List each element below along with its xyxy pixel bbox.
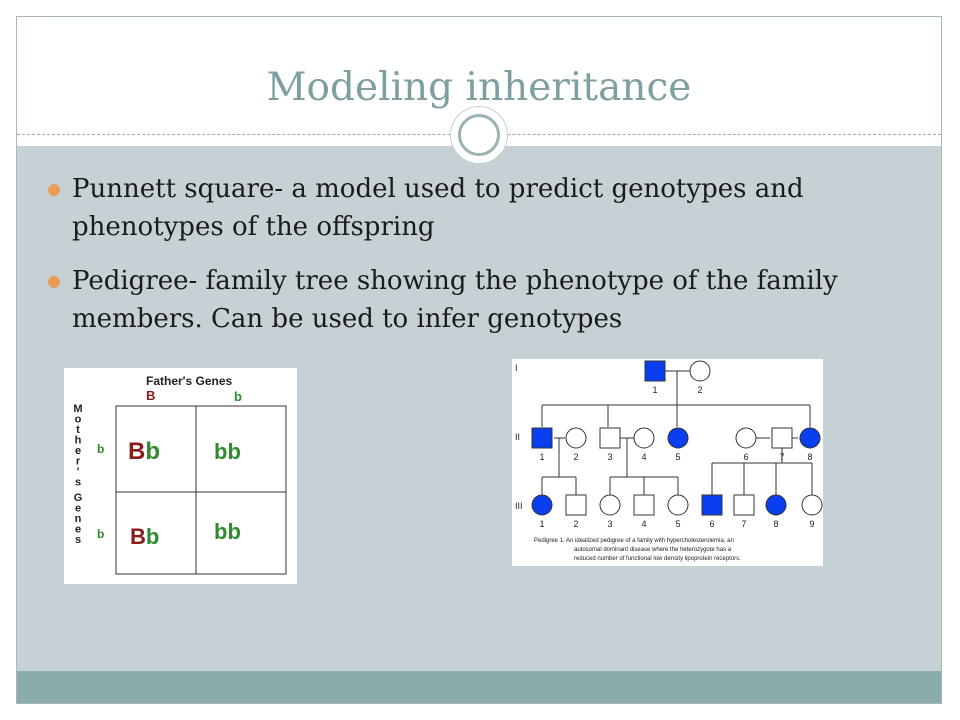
- svg-text:1: 1: [652, 385, 657, 395]
- unaffected-male: [733, 494, 755, 516]
- footer-bar: [17, 671, 941, 703]
- svg-text:3: 3: [607, 452, 612, 462]
- pedigree-individuals: [531, 360, 823, 516]
- unaffected-male: [771, 427, 793, 449]
- svg-text:2: 2: [573, 452, 578, 462]
- svg-text:autosomal dominant disease whe: autosomal dominant disease where the het…: [574, 547, 732, 553]
- svg-text:4: 4: [641, 452, 646, 462]
- affected-male: [701, 494, 723, 516]
- divider-ring-icon: [450, 106, 508, 164]
- svg-text:Pedigree 1. An idealized pedi: Pedigree 1. An idealized pedigree of a f…: [534, 538, 734, 544]
- punnett-cell-2: bb: [214, 439, 241, 464]
- generation-label: I: [515, 363, 518, 373]
- punnett-cell-4: bb: [214, 519, 241, 544]
- unaffected-female: [801, 494, 823, 516]
- svg-text:1: 1: [539, 519, 544, 529]
- affected-female: [667, 427, 689, 449]
- svg-text:2: 2: [573, 519, 578, 529]
- pedigree-chart-image: I II III 1 2 1 2 3 4 5 6 7 8 1 2 3 4 5 6…: [512, 359, 823, 566]
- bullet-list: Punnett square- a model used to predict …: [48, 170, 908, 354]
- svg-text:reduced number of functional l: reduced number of functional low density…: [574, 556, 741, 562]
- svg-text:6: 6: [743, 452, 748, 462]
- unaffected-female: [735, 427, 757, 449]
- unaffected-male: [565, 494, 587, 516]
- divider-ring-inner: [458, 114, 500, 156]
- unaffected-female: [667, 494, 689, 516]
- slide-title: Modeling inheritance: [266, 65, 692, 110]
- svg-text:7: 7: [779, 452, 784, 462]
- svg-text:6: 6: [709, 519, 714, 529]
- individual-numbers: 1 2 1 2 3 4 5 6 7 8 1 2 3 4 5 6 7 8 9: [539, 385, 814, 529]
- svg-text:3: 3: [607, 519, 612, 529]
- unaffected-male: [599, 427, 621, 449]
- unaffected-female: [633, 427, 655, 449]
- pedigree-lines: [541, 370, 813, 495]
- svg-text:5: 5: [675, 519, 680, 529]
- punnett-cell-3: Bb: [130, 524, 159, 549]
- affected-female: [531, 494, 553, 516]
- father-allele-1: B: [146, 388, 155, 403]
- svg-text:8: 8: [807, 452, 812, 462]
- unaffected-female: [565, 427, 587, 449]
- bullet-text: Punnett square- a model used to predict …: [72, 174, 804, 242]
- affected-female: [765, 494, 787, 516]
- punnett-header: Father's Genes: [146, 374, 233, 388]
- svg-text:2: 2: [697, 385, 702, 395]
- bullet-item-punnett: Punnett square- a model used to predict …: [48, 170, 908, 246]
- bullet-text: Pedigree- family tree showing the phenot…: [72, 266, 838, 334]
- pedigree-svg: I II III 1 2 1 2 3 4 5 6 7 8 1 2 3 4 5 6…: [515, 360, 823, 562]
- bullet-item-pedigree: Pedigree- family tree showing the phenot…: [48, 262, 908, 338]
- svg-text:1: 1: [539, 452, 544, 462]
- svg-text:7: 7: [741, 519, 746, 529]
- generation-label: III: [515, 501, 523, 511]
- mother-allele-2: b: [97, 527, 104, 541]
- bullet-dot-icon: [48, 184, 60, 196]
- svg-text:5: 5: [675, 452, 680, 462]
- unaffected-female: [689, 360, 711, 382]
- pedigree-caption: Pedigree 1. An idealized pedigree of a f…: [534, 538, 741, 562]
- svg-text:9: 9: [809, 519, 814, 529]
- punnett-grid: [115, 405, 287, 575]
- mother-allele-1: b: [97, 442, 104, 456]
- affected-male: [531, 427, 553, 449]
- unaffected-male: [633, 494, 655, 516]
- affected-female: [799, 427, 821, 449]
- svg-text:4: 4: [641, 519, 646, 529]
- punnett-cell-1: Bb: [128, 438, 160, 465]
- svg-text:8: 8: [773, 519, 778, 529]
- father-allele-2: b: [234, 389, 242, 404]
- affected-male: [644, 360, 666, 382]
- unaffected-female: [599, 494, 621, 516]
- generation-label: II: [515, 432, 520, 442]
- bullet-dot-icon: [48, 276, 60, 288]
